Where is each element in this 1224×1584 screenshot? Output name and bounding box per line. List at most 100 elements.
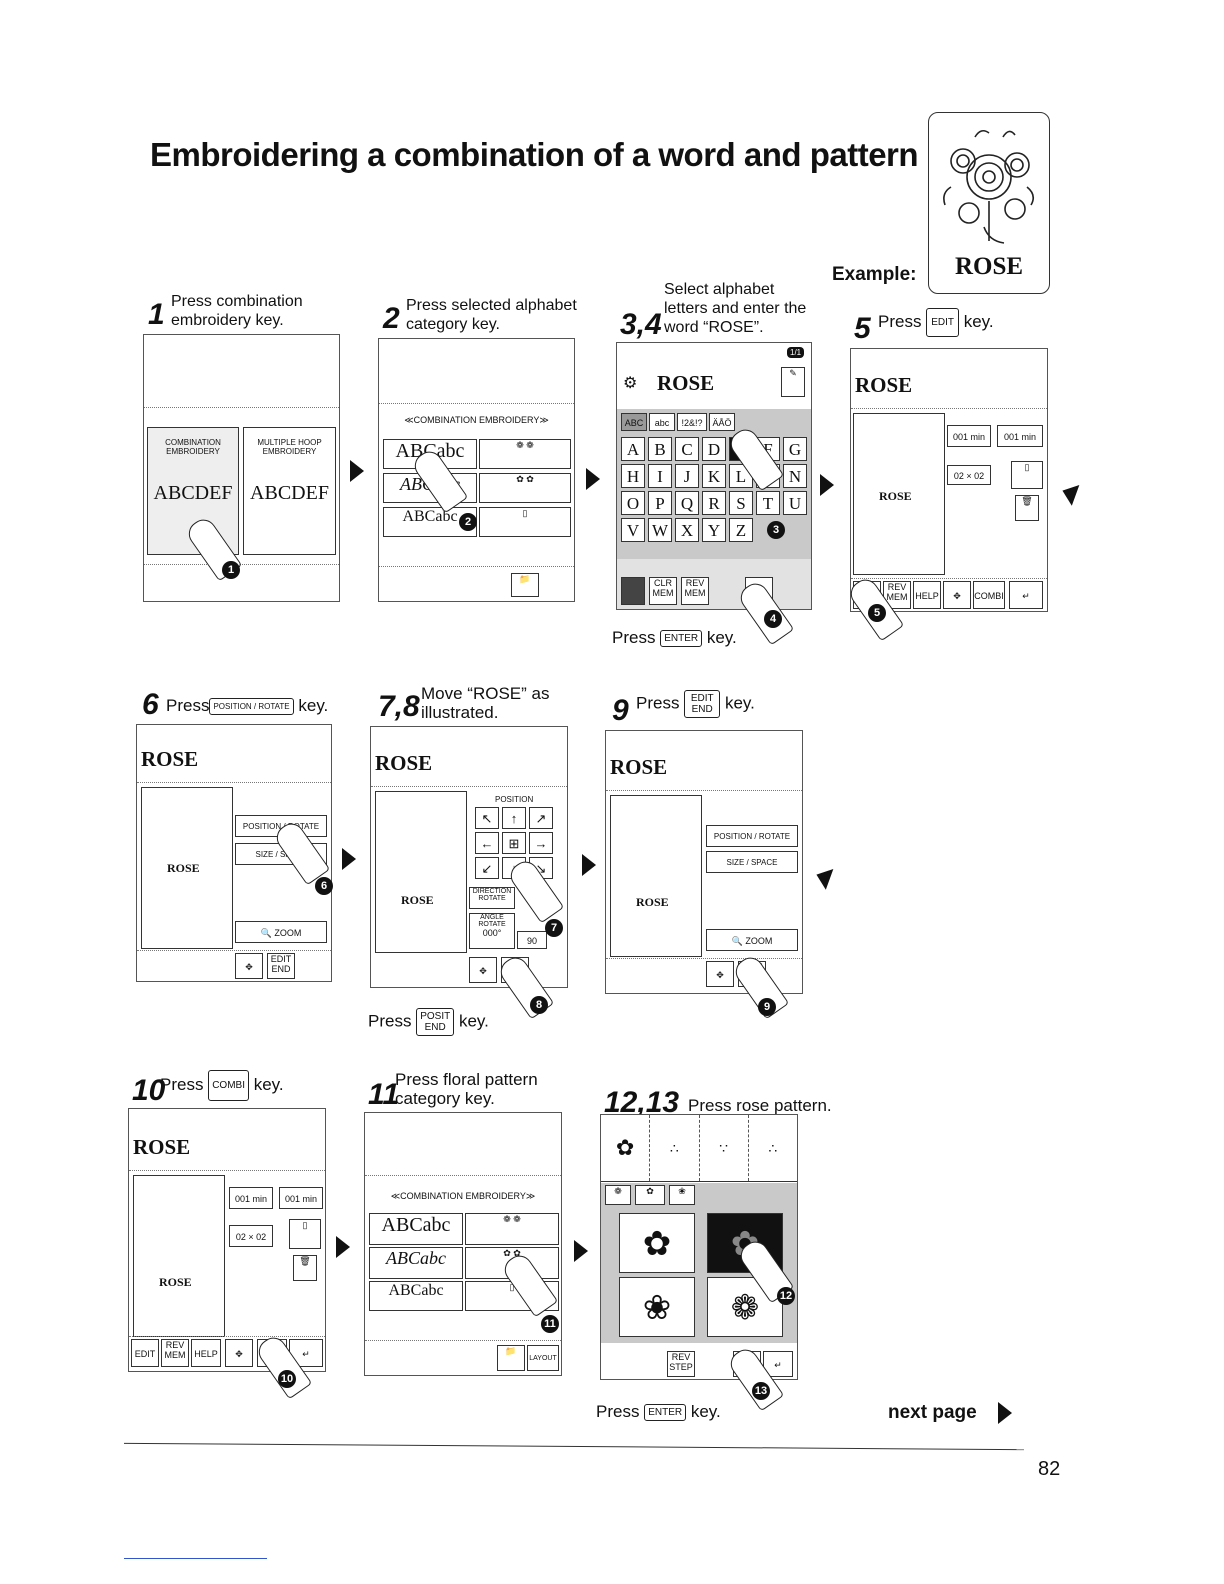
step-34-caption: Select alphabet letters and enter the wo… [664, 281, 807, 336]
position-icon[interactable]: ✥ [235, 953, 263, 979]
trash-icon[interactable]: 🗑 [1015, 495, 1039, 521]
combi-button[interactable]: COMBI [973, 581, 1005, 609]
letter-key[interactable]: R [702, 491, 726, 515]
letter-key[interactable]: A [621, 437, 645, 461]
font-category-3-button[interactable]: ABCabc [369, 1281, 463, 1311]
letter-key[interactable]: V [621, 518, 645, 542]
letter-key[interactable]: J [675, 464, 699, 488]
arrow-up-left-icon[interactable]: ↖ [475, 807, 499, 829]
frame-category-button[interactable]: ▯ [479, 507, 571, 537]
letter-key[interactable]: I [648, 464, 672, 488]
letter-key[interactable]: Q [675, 491, 699, 515]
rose-pattern-1-button[interactable]: ✿ [619, 1213, 695, 1273]
position-icon[interactable]: ✥ [943, 581, 971, 609]
letter-key[interactable]: K [702, 464, 726, 488]
multiple-hoop-embroidery-button[interactable]: MULTIPLE HOOP EMBROIDERY ABCDEF [243, 427, 336, 555]
zoom-button[interactable]: 🔍 ZOOM [706, 929, 798, 951]
tab-accented[interactable]: ÄÅÖ [709, 413, 735, 431]
step-2-caption: Press selected alphabet category key. [406, 297, 577, 333]
position-icon[interactable]: ✥ [469, 957, 497, 983]
letter-key[interactable]: Z [729, 518, 753, 542]
memory-icon[interactable]: 📁 [497, 1345, 525, 1371]
pattern-tab-1[interactable]: ❁ [605, 1185, 631, 1205]
layout-button[interactable]: LAYOUT [527, 1345, 559, 1371]
letter-key[interactable]: T [756, 491, 780, 515]
font-category-2-button[interactable]: ABCabc [369, 1247, 463, 1279]
callout-10-icon: 10 [278, 1370, 296, 1388]
time-display: 001 min [997, 425, 1043, 447]
edit-note-icon[interactable]: ✎ [781, 367, 805, 397]
arrow-up-icon[interactable]: ↑ [502, 807, 526, 829]
callout-9-icon: 9 [758, 998, 776, 1016]
direction-rotate-button[interactable]: DIRECTION ROTATE [469, 887, 515, 909]
letter-key[interactable]: W [648, 518, 672, 542]
letter-key[interactable]: Y [702, 518, 726, 542]
pattern-tab-3[interactable]: ❀ [669, 1185, 695, 1205]
letter-key[interactable]: D [702, 437, 726, 461]
clr-mem-button[interactable]: CLR MEM [649, 577, 677, 605]
tab-symbols[interactable]: !2&!? [677, 413, 707, 431]
pattern-tab-2[interactable]: ✿ [635, 1185, 665, 1205]
letter-key[interactable]: B [648, 437, 672, 461]
edit-button[interactable]: EDIT [131, 1339, 159, 1367]
letter-key[interactable]: O [621, 491, 645, 515]
font-category-1-button[interactable]: ABCabc [369, 1213, 463, 1245]
rev-step-button[interactable]: REV STEP [667, 1351, 695, 1377]
letter-key[interactable]: P [648, 491, 672, 515]
tab-lowercase[interactable]: abc [649, 413, 675, 431]
letter-key[interactable]: H [621, 464, 645, 488]
letter-key[interactable]: S [729, 491, 753, 515]
position-rotate-button[interactable]: POSITION / ROTATE [706, 825, 798, 847]
dots-thumbnail-icon: ∴ [768, 1140, 778, 1156]
floral-category-button[interactable]: ❁ ❁ [465, 1213, 559, 1245]
preview-area [375, 791, 467, 953]
edited-word: ROSE [375, 751, 433, 775]
letter-key[interactable]: X [675, 518, 699, 542]
next-arrow-icon [582, 854, 596, 876]
bottom-link-line [124, 1558, 267, 1559]
callout-13-icon: 13 [752, 1382, 770, 1400]
letter-key[interactable]: C [675, 437, 699, 461]
letter-key[interactable]: N [783, 464, 807, 488]
center-icon[interactable]: ⊞ [502, 832, 526, 854]
callout-1-icon: 1 [222, 561, 240, 579]
return-icon[interactable]: ↵ [1009, 581, 1043, 609]
step-78-after: Press POSIT END key. [368, 1008, 489, 1036]
screen-step-9: ROSE ROSE POSITION / ROTATE SIZE / SPACE… [605, 730, 803, 1020]
sewing-machine-icon: ⚙ [623, 375, 638, 392]
rev-mem-button[interactable]: REV MEM [161, 1339, 189, 1367]
flower-pattern-3-button[interactable]: ❀ [619, 1277, 695, 1337]
tab-uppercase[interactable]: ABC [621, 413, 647, 431]
page-indicator: 1/1 [787, 347, 805, 358]
trash-icon[interactable]: 🗑 [293, 1255, 317, 1281]
zoom-button[interactable]: 🔍 ZOOM [235, 921, 327, 943]
size-space-button[interactable]: SIZE / SPACE [706, 851, 798, 873]
help-button[interactable]: HELP [191, 1339, 221, 1367]
callout-6-icon: 6 [315, 877, 333, 895]
edit-end-button[interactable]: EDIT END [267, 953, 295, 979]
pattern-category-button[interactable]: ✿ ✿ [479, 473, 571, 503]
rev-mem-button[interactable]: REV MEM [883, 581, 911, 609]
letter-key[interactable]: G [783, 437, 807, 461]
step-34-number: 3,4 [620, 308, 662, 341]
callout-2-icon: 2 [459, 513, 477, 531]
edited-word: ROSE [133, 1135, 191, 1159]
step-78-caption: Move “ROSE” as illustrated. [421, 684, 550, 722]
step-10-caption: Press COMBI key. [160, 1070, 284, 1101]
delete-key[interactable] [621, 577, 645, 605]
rev-mem-button[interactable]: REV MEM [681, 577, 709, 605]
floral-category-button[interactable]: ❁ ❁ [479, 439, 571, 469]
position-icon[interactable]: ✥ [225, 1339, 253, 1367]
position-icon[interactable]: ✥ [706, 961, 734, 987]
preview-word: ROSE [636, 895, 669, 909]
help-button[interactable]: HELP [913, 581, 941, 609]
arrow-left-icon[interactable]: ← [475, 832, 499, 854]
hoop-icon: ▯ [289, 1219, 321, 1249]
memory-icon[interactable]: 📁 [511, 573, 539, 597]
rotate-90-button[interactable]: 90 [517, 931, 547, 949]
arrow-down-left-icon[interactable]: ↙ [475, 857, 499, 879]
arrow-right-icon[interactable]: → [529, 832, 553, 854]
arrow-up-right-icon[interactable]: ↗ [529, 807, 553, 829]
letter-key[interactable]: U [783, 491, 807, 515]
size-display: 02 × 02 [229, 1225, 273, 1247]
